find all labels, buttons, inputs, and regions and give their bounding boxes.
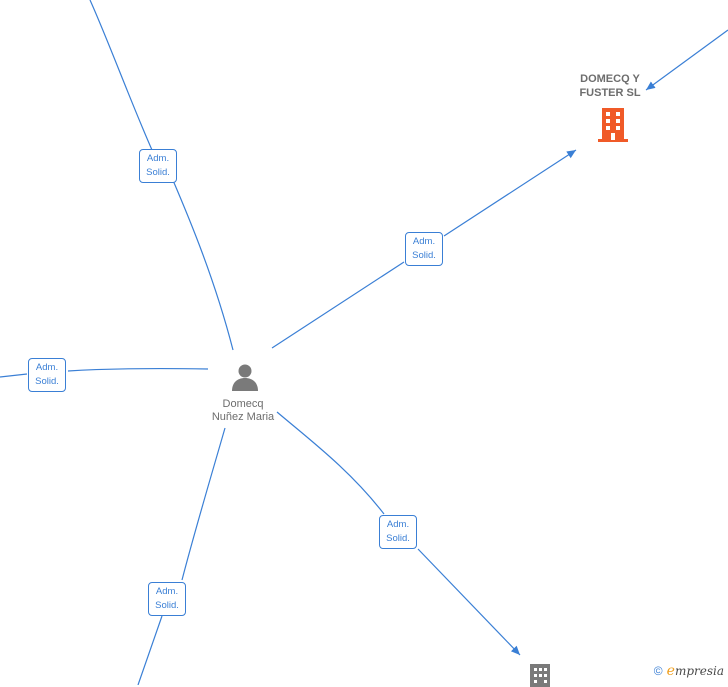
brand-name: mpresia — [674, 664, 724, 678]
person-icon — [232, 364, 258, 391]
edge-bottom-left — [181, 427, 226, 581]
brand-watermark: © empresia — [654, 663, 724, 679]
person-name-line2: Nuñez Maria — [211, 411, 275, 423]
edge-bottom-right — [276, 411, 385, 515]
relation-subtype: Solid. — [412, 250, 436, 261]
relation-subtype: Solid. — [146, 167, 170, 178]
building-icon — [530, 664, 550, 687]
copyright-icon: © — [653, 664, 663, 678]
edge-left — [67, 368, 209, 372]
relation-badge[interactable]: Adm. Solid. — [148, 582, 186, 616]
company-name-line2: FUSTER SL — [579, 87, 641, 99]
relation-badge[interactable]: Adm. Solid. — [379, 515, 417, 549]
edge-incoming-main-company — [645, 29, 728, 91]
relation-type: Adm. — [146, 153, 170, 164]
relation-type: Adm. — [155, 586, 179, 597]
relation-subtype: Solid. — [386, 533, 410, 544]
edge-to-main-company — [271, 261, 405, 349]
relation-badge[interactable]: Adm. Solid. — [405, 232, 443, 266]
edge-bottom-right-arrow — [417, 548, 521, 656]
edge-top-left — [171, 177, 234, 351]
edge-bottom-left-outer — [137, 615, 163, 685]
relation-badge[interactable]: Adm. Solid. — [28, 358, 66, 392]
edge-top-left-outer — [89, 0, 153, 151]
brand-logo: empresia — [667, 663, 724, 679]
building-icon — [598, 108, 628, 142]
brand-initial: e — [666, 663, 675, 679]
relation-subtype: Solid. — [35, 376, 59, 387]
person-name-line1: Domecq — [222, 398, 264, 410]
edge-left-outer — [0, 373, 28, 378]
relation-type: Adm. — [35, 362, 59, 373]
edge-to-main-company-arrow — [443, 149, 577, 237]
company-name[interactable]: DOMECQ Y FUSTER SL — [560, 72, 660, 100]
relation-badge[interactable]: Adm. Solid. — [139, 149, 177, 183]
relation-subtype: Solid. — [155, 600, 179, 611]
relation-type: Adm. — [412, 236, 436, 247]
relation-type: Adm. — [386, 519, 410, 530]
company-name-line1: DOMECQ Y — [580, 73, 640, 85]
person-name[interactable]: Domecq Nuñez Maria — [190, 398, 296, 424]
